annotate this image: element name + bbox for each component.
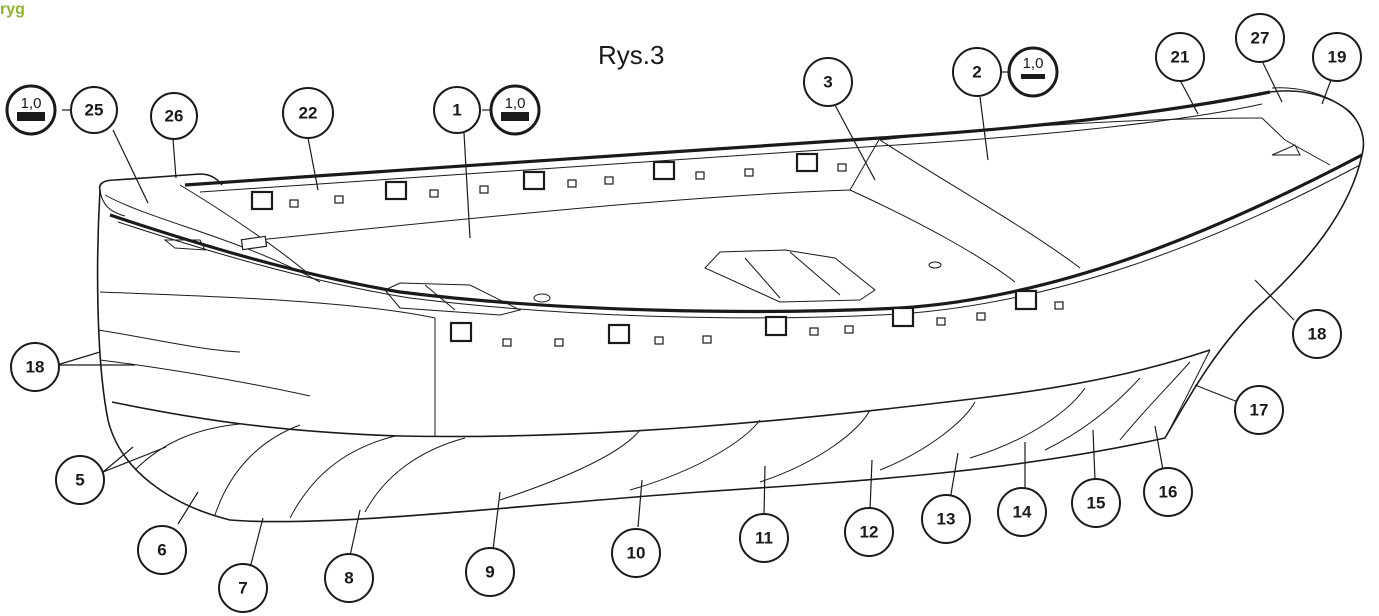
- callout-18-stern: 18: [10, 342, 60, 392]
- svg-text:5: 5: [75, 471, 84, 490]
- callout-18-bow: 18: [1292, 309, 1342, 359]
- svg-text:27: 27: [1251, 29, 1270, 48]
- hull-outline: [96, 154, 1363, 523]
- callout-27: 27: [1235, 13, 1285, 63]
- callout-11: 11: [739, 513, 789, 563]
- callout-3: 3: [803, 57, 853, 107]
- callout-26: 26: [150, 92, 198, 140]
- svg-text:11: 11: [755, 529, 773, 548]
- svg-text:25: 25: [85, 101, 104, 120]
- callout-22: 22: [282, 87, 334, 139]
- callout-17: 17: [1234, 385, 1284, 435]
- callout-19: 19: [1312, 32, 1362, 82]
- thickness-badge: 1,0: [5, 84, 57, 136]
- svg-text:26: 26: [165, 107, 184, 126]
- callout-13: 13: [921, 494, 971, 544]
- svg-text:3: 3: [823, 73, 832, 92]
- svg-text:1: 1: [452, 101, 461, 120]
- svg-text:2: 2: [972, 63, 981, 82]
- callout-8: 8: [324, 553, 374, 603]
- callout-14: 14: [997, 487, 1047, 537]
- svg-text:21: 21: [1171, 48, 1190, 67]
- callout-2: 2: [952, 47, 1002, 97]
- callout-15: 15: [1071, 478, 1121, 528]
- svg-text:1,0: 1,0: [1023, 55, 1044, 72]
- svg-text:17: 17: [1250, 401, 1269, 420]
- svg-text:19: 19: [1328, 48, 1347, 67]
- callout-12: 12: [844, 507, 894, 557]
- figure-title: Rys.3: [598, 40, 664, 70]
- gunports-front-row: [449, 289, 1064, 347]
- callout-25: 25: [70, 86, 118, 134]
- corner-fragment-text: ryg: [0, 1, 25, 18]
- svg-text:14: 14: [1013, 503, 1032, 522]
- svg-text:8: 8: [344, 569, 353, 588]
- svg-text:15: 15: [1087, 494, 1106, 513]
- hull-drawing: [96, 87, 1365, 523]
- gunports-back-row: [250, 152, 847, 211]
- svg-text:18: 18: [26, 358, 45, 377]
- svg-text:22: 22: [299, 104, 318, 123]
- svg-text:10: 10: [627, 544, 646, 563]
- callout-10: 10: [611, 528, 661, 578]
- thickness-badge: 1,0: [1007, 46, 1059, 98]
- svg-text:13: 13: [937, 510, 956, 529]
- leader-lines: [56, 62, 1332, 569]
- svg-text:1,0: 1,0: [21, 95, 42, 112]
- callout-16: 16: [1143, 467, 1193, 517]
- svg-text:12: 12: [860, 523, 879, 542]
- thickness-badge: 1,0: [489, 84, 541, 136]
- svg-text:9: 9: [485, 563, 494, 582]
- svg-text:18: 18: [1308, 325, 1327, 344]
- callout-5: 5: [55, 455, 105, 505]
- callout-6: 6: [137, 525, 187, 575]
- svg-text:6: 6: [157, 541, 166, 560]
- svg-text:1,0: 1,0: [505, 95, 526, 112]
- svg-text:16: 16: [1159, 483, 1178, 502]
- callout-21: 21: [1155, 32, 1205, 82]
- svg-text:7: 7: [238, 579, 247, 598]
- callout-1: 1: [433, 86, 481, 134]
- callout-9: 9: [465, 547, 515, 597]
- callout-7: 7: [218, 563, 268, 613]
